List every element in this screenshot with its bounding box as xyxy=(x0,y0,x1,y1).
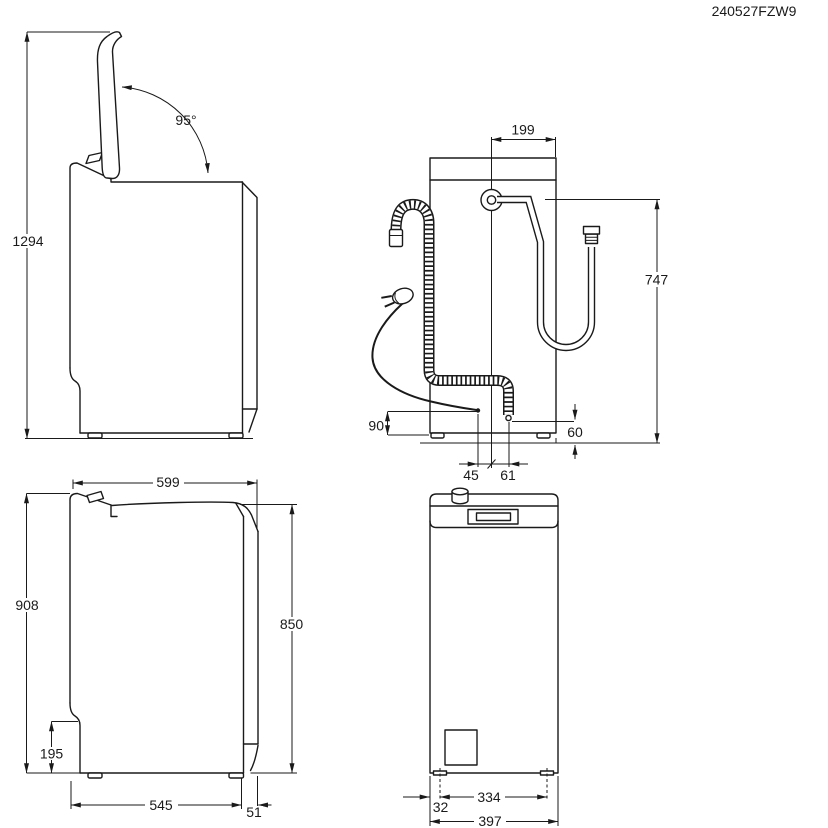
filter-door xyxy=(444,729,478,766)
foot xyxy=(228,432,244,439)
foot xyxy=(87,432,103,439)
foot xyxy=(228,772,245,779)
water-inlet xyxy=(480,188,503,212)
dimension-foot-edge-offset: 32 xyxy=(403,794,449,815)
dimension-total-height: 1294 xyxy=(12,31,253,439)
label-total-height: 1294 xyxy=(12,233,43,249)
inlet-hose xyxy=(497,195,601,352)
label-rear-height: 908 xyxy=(15,597,39,613)
hose-thread xyxy=(584,233,599,245)
dimension-plinth-height: 195 xyxy=(36,721,78,774)
control-knob xyxy=(86,490,105,504)
label-top-depth: 599 xyxy=(156,474,180,490)
machine-body-front xyxy=(429,487,559,776)
open-lid xyxy=(96,31,123,180)
drain-hose xyxy=(388,198,514,422)
power-plug xyxy=(381,287,414,308)
drain-hose-outlet xyxy=(505,414,512,422)
label-inlet-offset: 199 xyxy=(511,122,535,138)
machine-body-side-closed xyxy=(69,490,259,779)
cord-end xyxy=(475,408,481,413)
dimension-cord-drain-offsets: 45 61 xyxy=(459,414,528,483)
dimension-base-depth: 545 xyxy=(70,777,242,813)
label-drain-height: 60 xyxy=(567,424,583,440)
document-code-label: 240527FZW9 xyxy=(712,3,797,19)
foot xyxy=(87,772,103,779)
label-front-overhang: 51 xyxy=(246,804,262,820)
foot xyxy=(430,432,445,439)
dimension-cord-height: 90 xyxy=(368,411,477,436)
label-plinth-height: 195 xyxy=(40,746,64,762)
label-total-width: 397 xyxy=(478,813,502,828)
dimension-lid-angle: 95° xyxy=(121,85,210,174)
view-side-open: 95° 1294 xyxy=(12,31,258,439)
foot xyxy=(536,432,551,439)
machine-body-back xyxy=(429,157,557,443)
dimension-inlet-offset: 199 xyxy=(491,122,556,157)
dimension-total-width: 397 xyxy=(429,776,559,828)
dimension-rear-height: 908 xyxy=(12,493,80,774)
label-foot-spacing: 334 xyxy=(477,789,501,805)
machine-body-side-open xyxy=(69,151,258,439)
view-back-hoses: 199 747 90 60 45 6 xyxy=(368,122,670,483)
label-front-height: 850 xyxy=(280,616,304,632)
label-cord-offset: 45 xyxy=(463,467,479,483)
label-cord-height: 90 xyxy=(368,418,384,434)
control-knob xyxy=(85,151,104,165)
label-base-depth: 545 xyxy=(149,797,173,813)
view-side-closed: 599 908 850 195 545 xyxy=(12,474,307,820)
lid-knob xyxy=(451,487,469,505)
label-foot-edge-offset: 32 xyxy=(433,799,449,815)
dimension-drain-height: 60 xyxy=(512,404,583,459)
drain-hose-end-fitting xyxy=(388,228,404,248)
hose-coupling xyxy=(582,225,601,235)
dimension-front-overhang: 51 xyxy=(245,776,272,820)
label-hose-drop: 747 xyxy=(645,272,669,288)
closed-lid xyxy=(111,501,259,533)
dimension-front-height: 850 xyxy=(240,504,307,774)
dimension-top-depth: 599 xyxy=(72,474,258,529)
dimension-foot-spacing: 334 xyxy=(439,768,548,805)
dimension-hose-drop: 747 xyxy=(420,199,670,444)
label-drain-offset: 61 xyxy=(500,467,516,483)
view-front: 334 32 397 xyxy=(403,487,559,828)
label-lid-angle: 95° xyxy=(175,112,196,128)
